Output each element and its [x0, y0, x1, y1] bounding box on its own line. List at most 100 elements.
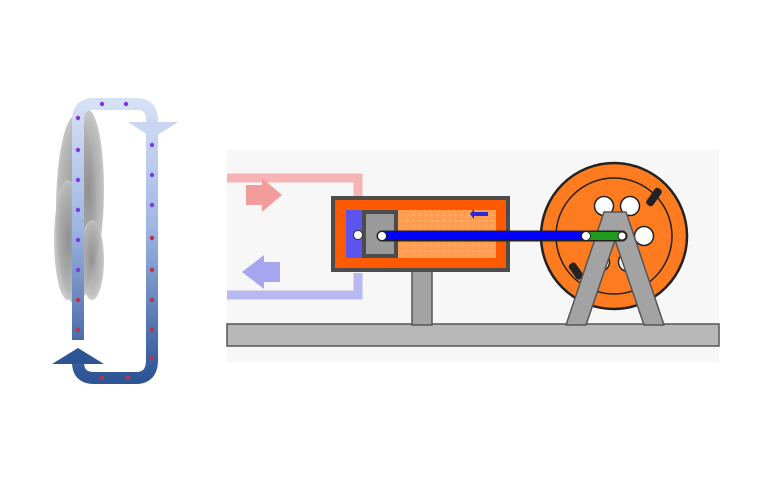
chamber-dot: [431, 220, 433, 222]
heat-particle: [149, 297, 155, 303]
chamber-dot: [437, 250, 439, 252]
flywheel-slot: [646, 187, 662, 207]
chamber-dot: [449, 250, 451, 252]
heat-particle: [149, 235, 155, 241]
cylinder-support-post: [411, 270, 433, 326]
flywheel-stand: [565, 211, 665, 326]
heat-particle: [149, 142, 155, 148]
chamber-dot: [443, 244, 445, 246]
flywheel-slot: [568, 262, 584, 280]
chamber-dot: [449, 244, 451, 246]
chamber-dot: [473, 226, 475, 228]
cold-gas-pipe: [227, 273, 363, 300]
heat-particle: [75, 147, 81, 153]
heat-particle: [75, 237, 81, 243]
chamber-dot: [467, 214, 469, 216]
chamber-dot: [467, 226, 469, 228]
hot-flow-arrow-icon: [246, 178, 282, 212]
heat-particle: [123, 101, 129, 107]
heat-particle: [75, 115, 81, 121]
chamber-dot: [431, 250, 433, 252]
heat-particle: [149, 202, 155, 208]
chamber-dot: [479, 220, 481, 222]
heat-particle: [75, 207, 81, 213]
heat-loop-particles: [75, 101, 155, 381]
chamber-dot: [449, 214, 451, 216]
loop-arrow-up-icon: [52, 348, 104, 364]
chamber-flow-arrow-icon: [470, 209, 488, 219]
chamber-dot: [437, 220, 439, 222]
chamber-dot: [413, 214, 415, 216]
chamber-dot: [443, 226, 445, 228]
chamber-dot: [491, 220, 493, 222]
heat-particle: [149, 355, 155, 361]
chamber-dot: [443, 214, 445, 216]
chamber-dot: [491, 244, 493, 246]
cold-flow-arrow-icon: [242, 255, 280, 289]
chamber-dot: [443, 220, 445, 222]
chamber-dot: [479, 250, 481, 252]
chamber-dot: [407, 220, 409, 222]
crank-link: [580, 230, 628, 242]
chamber-dot: [419, 250, 421, 252]
chamber-dot: [425, 220, 427, 222]
chamber-dot: [479, 226, 481, 228]
heat-particle: [149, 327, 155, 333]
chamber-dot: [425, 250, 427, 252]
chamber-dot: [461, 220, 463, 222]
chamber-dot: [491, 250, 493, 252]
chamber-dot: [473, 250, 475, 252]
chamber-dot: [407, 214, 409, 216]
heat-particle: [75, 327, 81, 333]
chamber-dot: [419, 220, 421, 222]
heat-flow-loop: [52, 98, 178, 384]
heat-particle: [75, 267, 81, 273]
engine-base-rail: [226, 323, 720, 347]
chamber-dot: [407, 244, 409, 246]
heat-loop-tube: [72, 98, 158, 384]
chamber-dot: [431, 226, 433, 228]
chamber-dot: [485, 220, 487, 222]
chamber-dot: [473, 244, 475, 246]
chamber-dot: [491, 214, 493, 216]
engine-panel: [226, 150, 720, 362]
chamber-dot: [431, 244, 433, 246]
chamber-dot: [425, 244, 427, 246]
chamber-dot: [407, 250, 409, 252]
chamber-dot: [467, 244, 469, 246]
heat-particle: [149, 172, 155, 178]
chamber-dot: [419, 214, 421, 216]
chamber-dot: [437, 214, 439, 216]
chamber-dot: [437, 244, 439, 246]
chamber-dot: [455, 250, 457, 252]
heat-particle: [99, 375, 105, 381]
chamber-dot: [449, 226, 451, 228]
chamber-dot: [443, 250, 445, 252]
heat-particle: [149, 267, 155, 273]
connecting-rod: [376, 230, 592, 242]
heat-particle: [75, 177, 81, 183]
chamber-dot: [413, 250, 415, 252]
heat-particle: [125, 375, 131, 381]
chamber-dot: [455, 214, 457, 216]
heat-particle: [75, 297, 81, 303]
chamber-dot: [467, 250, 469, 252]
chamber-dot: [479, 244, 481, 246]
flywheel-hole: [633, 225, 655, 247]
chamber-dot: [473, 220, 475, 222]
chamber-dot: [449, 220, 451, 222]
chamber-dot: [461, 214, 463, 216]
chamber-dot: [461, 244, 463, 246]
chamber-dot: [413, 226, 415, 228]
chamber-dot: [413, 220, 415, 222]
chamber-dot: [485, 250, 487, 252]
chamber-dot: [485, 244, 487, 246]
hot-gas-pipe: [227, 173, 363, 198]
chamber-dot: [461, 250, 463, 252]
chamber-dot: [419, 226, 421, 228]
chamber-dot: [437, 226, 439, 228]
chamber-dot: [467, 220, 469, 222]
chamber-dot: [425, 214, 427, 216]
loop-arrow-down-icon: [128, 122, 178, 138]
